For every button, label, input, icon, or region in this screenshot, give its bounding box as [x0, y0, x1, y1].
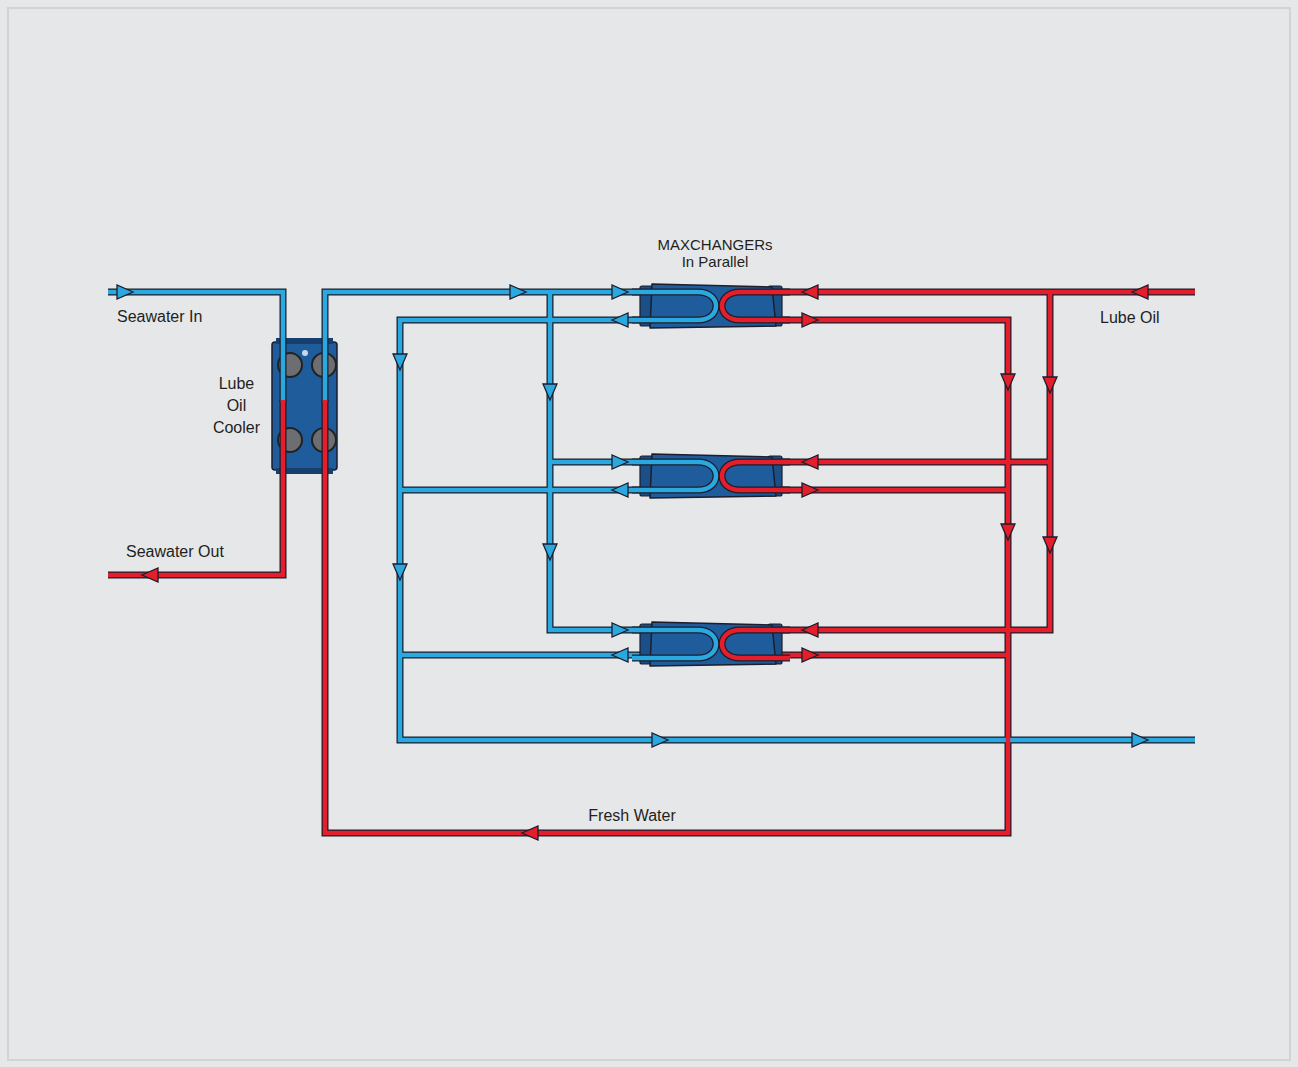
flow-arrow	[612, 285, 628, 299]
flow-arrow	[510, 285, 526, 299]
flow-arrow	[1001, 524, 1015, 540]
flow-arrow	[612, 483, 628, 497]
hot-tube	[722, 630, 790, 658]
pipe-outline	[400, 652, 640, 659]
flow-arrow	[1132, 285, 1148, 299]
flow-arrow	[1043, 377, 1057, 393]
cold-pipe	[325, 292, 640, 402]
unit-label: Lube Oil Cooler	[213, 373, 260, 439]
cold-tube	[632, 630, 716, 658]
pipe-outline	[400, 487, 640, 494]
cold-tube	[632, 292, 716, 320]
pipe-label: Lube Oil	[1100, 308, 1160, 327]
cooler-unit: Lube Oil Cooler	[272, 342, 337, 470]
flow-arrow	[1132, 733, 1148, 747]
maxchanger	[632, 622, 790, 666]
flow-arrow	[612, 623, 628, 637]
cold-pipe	[550, 292, 640, 630]
pipe-outline	[325, 320, 1008, 833]
cold-tube-outline	[632, 462, 716, 490]
hot-tube-outline	[722, 462, 790, 490]
flow-arrow	[612, 313, 628, 327]
cold-pipe	[108, 292, 283, 402]
flow-arrow	[612, 648, 628, 662]
group-heading: MAXCHANGERs In Parallel	[652, 236, 778, 270]
flow-arrow	[543, 544, 557, 560]
hot-tube-outline	[722, 292, 790, 320]
maxchangers	[632, 284, 790, 666]
frame	[8, 8, 1290, 1060]
flow-arrow	[543, 384, 557, 400]
flow-arrow	[1001, 374, 1015, 390]
pipes	[108, 292, 1195, 833]
flow-arrow	[117, 285, 133, 299]
flow-arrows	[117, 285, 1148, 840]
flow-arrow	[802, 648, 818, 662]
flow-arrow	[1043, 537, 1057, 553]
cold-tube-outline	[632, 292, 716, 320]
flow-arrow	[612, 455, 628, 469]
flow-arrow	[142, 568, 158, 582]
maxchanger	[632, 284, 790, 328]
flow-arrow	[802, 285, 818, 299]
pipe-outline	[400, 320, 1195, 740]
cooler-dot	[302, 350, 308, 356]
hot-tube	[722, 462, 790, 490]
cold-tube	[632, 462, 716, 490]
cold-tube-outline	[632, 630, 716, 658]
pipe-outline	[108, 292, 283, 402]
maxchanger	[632, 454, 790, 498]
pipe-label: Seawater In	[117, 307, 202, 326]
pipe-label: Fresh Water	[586, 806, 677, 825]
flow-arrow	[802, 623, 818, 637]
flow-arrow	[522, 826, 538, 840]
flow-arrow	[652, 733, 668, 747]
pipe-label: Seawater Out	[126, 542, 224, 561]
hot-pipe	[325, 320, 1008, 833]
flow-arrow	[802, 455, 818, 469]
flow-arrow	[393, 354, 407, 370]
hot-tube-outline	[722, 630, 790, 658]
pipe-outline	[325, 292, 640, 402]
flow-arrow	[802, 313, 818, 327]
cold-pipe	[400, 488, 640, 493]
flow-arrow	[802, 483, 818, 497]
cold-pipe	[400, 320, 1195, 740]
pipe-outline	[550, 292, 640, 630]
flow-arrow	[393, 564, 407, 580]
cold-pipe	[400, 653, 640, 658]
hot-pipe	[780, 292, 1050, 630]
hot-pipe	[780, 460, 1050, 465]
hot-tube	[722, 292, 790, 320]
